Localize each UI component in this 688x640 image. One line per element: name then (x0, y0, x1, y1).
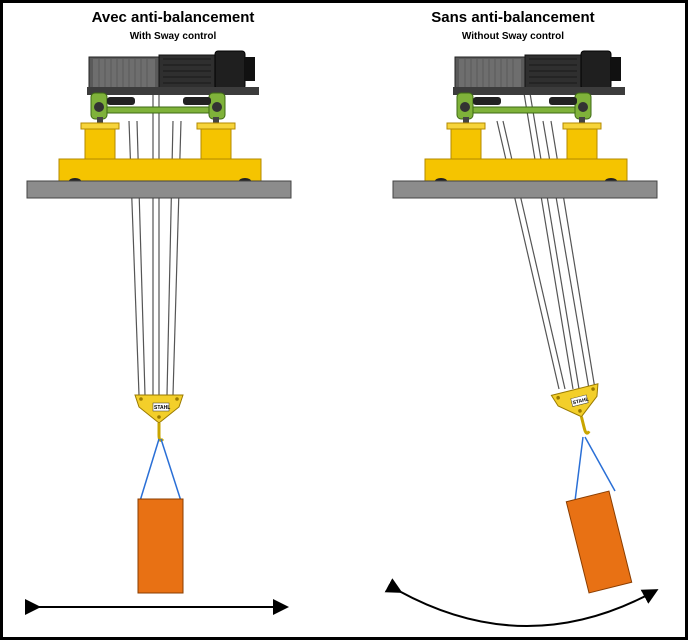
right-hook-brand: STAHL (572, 397, 589, 407)
left-load (137, 498, 184, 594)
left-hoist (87, 50, 259, 95)
right-motion-arrow (384, 578, 659, 627)
right-hoist (453, 50, 625, 95)
right-trolley (424, 122, 628, 184)
left-subtitle: With Sway control (129, 31, 217, 42)
crane-illustration: STAHL (25, 50, 659, 627)
left-brackets (90, 92, 226, 123)
left-hook-brand: STAHL (154, 405, 170, 411)
left-crane: STAHL (25, 50, 292, 615)
right-title: Sans anti-balancement (431, 9, 595, 26)
right-runway-beam (392, 180, 658, 199)
left-runway-beam (26, 180, 292, 199)
right-slings (574, 436, 616, 502)
left-title: Avec anti-balancement (91, 9, 255, 26)
left-hook-block: STAHL (134, 394, 184, 442)
right-subtitle: Without Sway control (461, 31, 565, 42)
left-trolley (58, 122, 262, 184)
left-slings (139, 438, 182, 502)
right-hook-block: STAHL (550, 383, 599, 435)
right-load (565, 490, 633, 594)
right-crane: STAHL (384, 50, 659, 627)
right-brackets (456, 92, 592, 123)
